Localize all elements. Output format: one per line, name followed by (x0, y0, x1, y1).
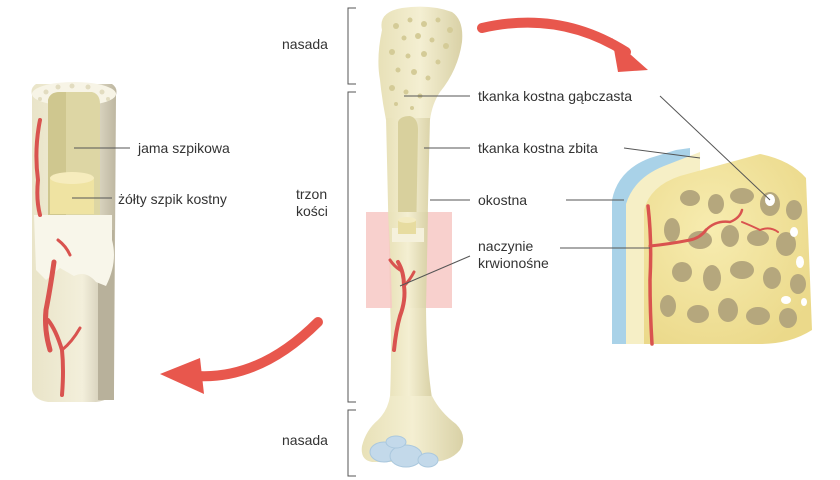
leader-gabczasta-right (659, 95, 771, 201)
shaft-blood-vessel (388, 258, 416, 352)
bone-top-spongy-pores (389, 17, 453, 110)
label-tkanka-zbita: tkanka kostna zbita (478, 140, 598, 156)
brackets (347, 7, 356, 477)
arrow-to-right (477, 17, 648, 72)
label-nasada-top: nasada (282, 36, 328, 52)
spongy-bone-block (612, 148, 812, 346)
label-jama-szpikowa: jama szpikowa (138, 140, 230, 156)
leader-lines (72, 95, 771, 287)
arrow-to-left (160, 317, 323, 394)
articular-cartilage (369, 435, 439, 468)
label-tkanka-gabczasta: tkanka kostna gąbczasta (478, 88, 633, 104)
label-trzon-line1: trzon (296, 186, 328, 202)
spongy-bone-holes (660, 188, 806, 328)
bone-medullary-cavity (398, 116, 418, 240)
bracket-nasada-top (347, 7, 356, 85)
leader-zbita-right (623, 147, 701, 159)
spongy-bone-vessels (646, 204, 779, 346)
spongy-bone-lightholes (765, 194, 807, 306)
label-trzon-line2: kości (296, 203, 328, 219)
bone-top-epiphysis (378, 6, 463, 121)
label-nasada-bottom: nasada (282, 432, 328, 448)
left-spongy-section (34, 215, 114, 286)
label-okostna: okostna (478, 192, 528, 208)
shaft-plug-overlay (398, 220, 416, 234)
label-naczynie-line1: naczynie (478, 238, 534, 254)
label-zolty-szpik: żółty szpik kostny (118, 191, 227, 207)
bracket-trzon (347, 91, 356, 403)
label-naczynie-line2: krwionośne (478, 255, 549, 271)
leader-naczynie (399, 255, 471, 287)
left-bone-pores (38, 83, 110, 101)
left-bone-segment (31, 82, 117, 402)
bracket-nasada-bottom (347, 409, 356, 477)
label-naczynie-krwionosne: naczynie krwionośne (478, 238, 549, 272)
label-trzon-kosci: trzon kości (296, 186, 328, 220)
shaft-plug-top-overlay (398, 217, 416, 223)
left-blood-vessels (34, 118, 82, 397)
yellow-marrow-top (50, 172, 94, 184)
